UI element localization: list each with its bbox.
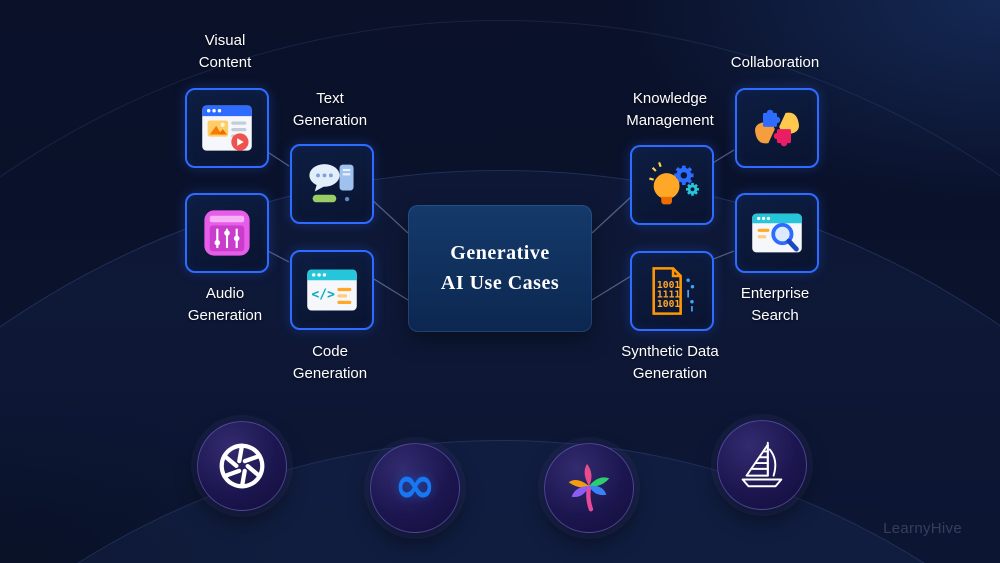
- code-glyph-text: </>: [312, 288, 336, 303]
- use-case-tile-knowledge-management: [630, 145, 714, 225]
- chat-bubbles-icon: [309, 164, 354, 203]
- openai-logo: [219, 443, 265, 489]
- logo-badge-openai: [197, 421, 287, 511]
- binary-line-1: 1001: [657, 280, 680, 291]
- use-case-tile-audio-generation: [185, 193, 269, 273]
- gears-lightbulb-icon: [649, 162, 699, 205]
- binary-line-2: 1111: [657, 289, 680, 300]
- use-case-tile-synthetic-data: 1001 1111 1001: [630, 251, 714, 331]
- midjourney-logo: [741, 441, 783, 488]
- logo-badge-meta: ∞: [370, 443, 460, 533]
- use-case-label-visual-content: Visual Content: [198, 32, 252, 71]
- use-case-label-collaboration: Collaboration: [730, 54, 820, 71]
- audio-sliders-icon: [204, 210, 250, 256]
- use-case-label-enterprise-search: Enterprise Search: [740, 285, 810, 324]
- hands-puzzle-icon: [755, 109, 799, 147]
- palm-logo: [568, 463, 610, 512]
- center-title-line1: Generative: [450, 242, 550, 264]
- background-arc-lower: [0, 440, 1000, 563]
- center-node: Generative AI Use Cases: [408, 205, 592, 332]
- search-window-icon: [752, 213, 802, 253]
- center-title-line2: AI Use Cases: [440, 272, 560, 294]
- binary-document-icon: 1001 1111 1001: [652, 267, 695, 315]
- watermark-text: LearnyHive: [883, 520, 962, 537]
- binary-line-3: 1001: [657, 299, 680, 310]
- use-case-label-synthetic-data: Synthetic Data Generation: [621, 343, 719, 382]
- use-case-label-audio-generation: Audio Generation: [187, 285, 263, 324]
- logo-badge-midjourney: [717, 420, 807, 510]
- use-case-label-text-generation: Text Generation: [292, 90, 368, 129]
- browser-image-icon: [202, 105, 252, 151]
- use-case-tile-collaboration: [735, 88, 819, 168]
- logo-badge-palm: [544, 443, 634, 533]
- use-case-tile-enterprise-search: [735, 193, 819, 273]
- code-window-icon: </>: [307, 269, 357, 311]
- use-case-tile-text-generation: [290, 144, 374, 224]
- use-case-tile-code-generation: </>: [290, 250, 374, 330]
- use-case-label-code-generation: Code Generation: [292, 343, 368, 382]
- meta-logo: ∞: [394, 456, 436, 514]
- use-case-tile-visual-content: [185, 88, 269, 168]
- use-case-label-knowledge-management: Knowledge Management: [626, 90, 714, 129]
